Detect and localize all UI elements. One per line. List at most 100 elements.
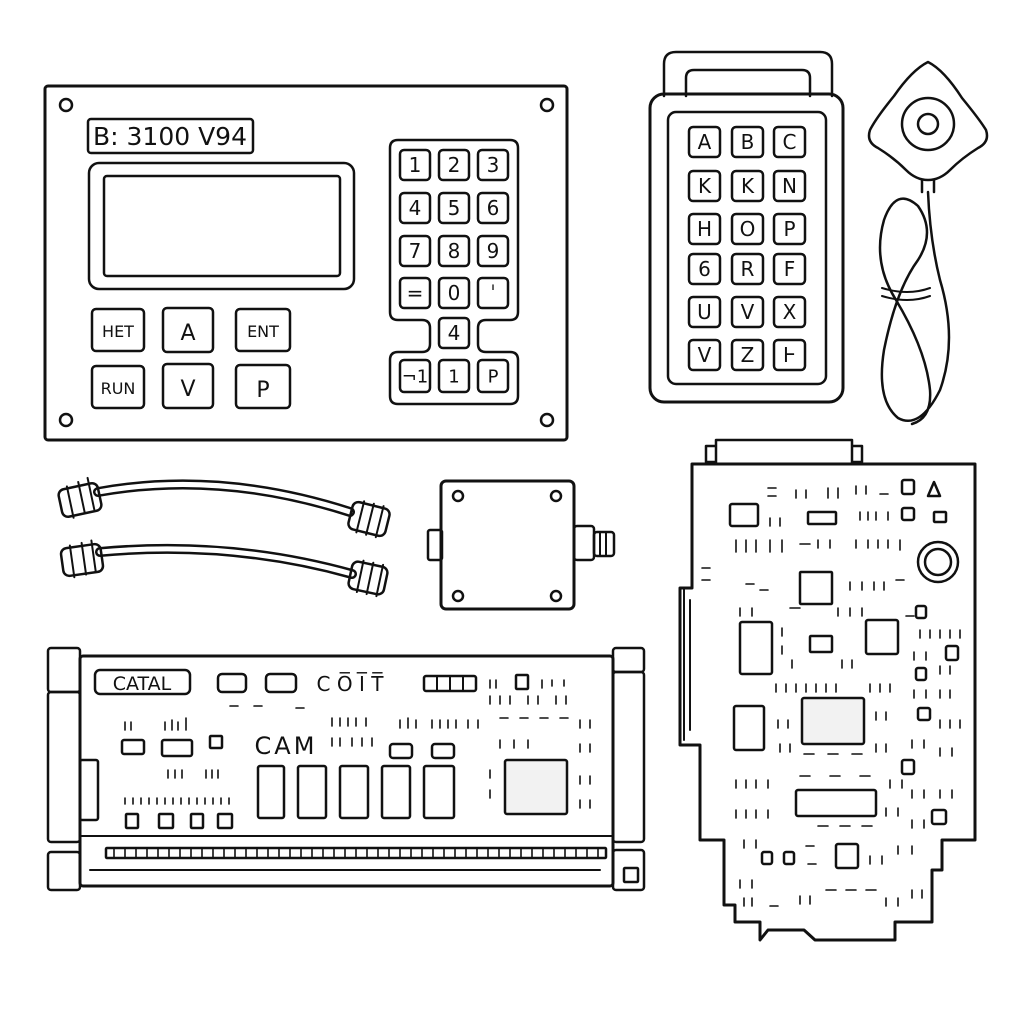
keypad-key-0-label: 1 bbox=[409, 153, 422, 177]
keypad-key-5[interactable]: 6 bbox=[476, 191, 510, 225]
sensor-outer-ring bbox=[900, 96, 956, 152]
remote-key-2-label: C bbox=[783, 130, 797, 154]
function-buttons: HET A ENT RUN V P bbox=[90, 306, 292, 410]
keypad-key-0[interactable]: 1 bbox=[398, 148, 432, 182]
down-v-button[interactable] bbox=[161, 362, 215, 410]
remote-key-0-label: A bbox=[698, 130, 712, 154]
remote-key-15-label: V bbox=[698, 343, 712, 367]
silk-label: CAM bbox=[255, 732, 318, 760]
remote-key-15[interactable]: V bbox=[687, 338, 722, 372]
keypad-key-3[interactable]: 4 bbox=[398, 191, 432, 225]
remote-key-1-label: B bbox=[741, 130, 755, 154]
keypad-key-12[interactable]: 4 bbox=[437, 316, 471, 350]
keypad-key-1-label: 2 bbox=[448, 153, 461, 177]
remote-key-area bbox=[666, 110, 828, 386]
remote-key-13[interactable]: V bbox=[730, 295, 765, 329]
keypad-key-10[interactable]: 0 bbox=[437, 276, 471, 310]
remote-key-8[interactable]: P bbox=[772, 212, 807, 246]
cpu-chip bbox=[800, 696, 866, 746]
remote-key-14[interactable]: X bbox=[772, 295, 807, 329]
memory-chip bbox=[794, 788, 878, 818]
chip-c bbox=[864, 618, 900, 656]
keypad-key-10-label: 0 bbox=[448, 281, 461, 305]
keypad-key-8[interactable]: 9 bbox=[476, 234, 510, 268]
keypad-key-6[interactable]: 7 bbox=[398, 234, 432, 268]
keypad-key-14-label: 1 bbox=[448, 366, 459, 387]
remote-key-12[interactable]: U bbox=[687, 295, 722, 329]
keypad-key-7-label: 8 bbox=[448, 239, 461, 263]
remote-key-16[interactable]: Z bbox=[730, 338, 765, 372]
remote-key-10[interactable]: R bbox=[730, 252, 765, 286]
remote-key-9[interactable]: 6 bbox=[687, 252, 722, 286]
remote-key-17-label: Ⱶ bbox=[783, 343, 796, 367]
run-button-label: RUN bbox=[101, 379, 136, 398]
remote-body bbox=[648, 92, 845, 404]
keypad-key-1[interactable]: 2 bbox=[437, 148, 471, 182]
model-label: B: 3100 V94 bbox=[93, 122, 247, 151]
cable-sensor bbox=[867, 60, 989, 426]
remote-key-7[interactable]: O bbox=[730, 212, 765, 246]
remote-key-10-label: R bbox=[741, 257, 755, 281]
keypad-key-8-label: 9 bbox=[487, 239, 500, 263]
lcd-screen bbox=[102, 174, 342, 278]
chip-d bbox=[732, 704, 766, 752]
keypad-key-4[interactable]: 5 bbox=[437, 191, 471, 225]
relay-2 bbox=[296, 764, 328, 820]
keypad-key-12-label: 4 bbox=[448, 321, 461, 345]
chip-b bbox=[738, 620, 774, 676]
remote-key-5[interactable]: N bbox=[772, 169, 807, 203]
keypad-key-2[interactable]: 3 bbox=[476, 148, 510, 182]
connector-label: C O̅ I̅ T̅ bbox=[317, 671, 385, 696]
short-cable-2 bbox=[59, 539, 389, 598]
controller-chip bbox=[503, 758, 569, 816]
keypad-key-14[interactable]: 1 bbox=[437, 358, 471, 394]
remote-key-11[interactable]: F bbox=[772, 252, 807, 286]
remote-key-0[interactable]: A bbox=[687, 125, 722, 159]
chip-a bbox=[798, 570, 834, 606]
keypad-key-13[interactable]: ¬1 bbox=[398, 358, 432, 394]
keypad-key-15-label: P bbox=[488, 366, 499, 387]
brand-label-plate bbox=[93, 668, 192, 696]
p-button[interactable] bbox=[234, 363, 292, 410]
keypad-key-3-label: 4 bbox=[409, 196, 422, 220]
remote-key-1[interactable]: B bbox=[730, 125, 765, 159]
remote-key-6[interactable]: H bbox=[687, 212, 722, 246]
p-button-label: P bbox=[256, 378, 269, 403]
remote-key-17[interactable]: Ⱶ bbox=[772, 338, 807, 372]
up-a-button[interactable] bbox=[161, 306, 215, 354]
keypad-key-13-label: ¬1 bbox=[402, 366, 429, 387]
down-v-button-label: V bbox=[180, 377, 195, 402]
io-board: CATAL C O̅ I̅ T̅ CAM bbox=[46, 646, 646, 892]
remote-key-13-label: V bbox=[741, 300, 755, 324]
het-button[interactable] bbox=[90, 307, 146, 353]
keypad-housing bbox=[388, 138, 520, 406]
keypad-key-7[interactable]: 8 bbox=[437, 234, 471, 268]
remote-key-3[interactable]: K bbox=[687, 169, 722, 203]
remote-handle bbox=[662, 50, 834, 98]
remote-key-6-label: H bbox=[697, 217, 712, 241]
junction-box bbox=[426, 479, 616, 611]
keypad-key-15[interactable]: P bbox=[476, 358, 510, 394]
run-button[interactable] bbox=[90, 364, 146, 410]
remote-key-4-label: K bbox=[741, 174, 755, 198]
remote-key-11-label: F bbox=[784, 257, 796, 281]
ent-button[interactable] bbox=[234, 307, 292, 353]
brand-label: CATAL bbox=[113, 673, 172, 695]
remote-key-3-label: K bbox=[698, 174, 712, 198]
keypad-key-2-label: 3 bbox=[487, 153, 500, 177]
sensor-head bbox=[867, 60, 989, 182]
remote-key-14-label: X bbox=[783, 300, 797, 324]
remote-key-4[interactable]: K bbox=[730, 169, 765, 203]
remote-key-2[interactable]: C bbox=[772, 125, 807, 159]
model-label-plate bbox=[86, 117, 255, 155]
keypad-key-6-label: 7 bbox=[409, 239, 422, 263]
keypad-key-9[interactable]: = bbox=[398, 276, 432, 310]
coiled-cable bbox=[878, 190, 951, 426]
keypad-key-11[interactable]: ˈ bbox=[476, 276, 510, 310]
pcb-silk-marks bbox=[701, 485, 961, 907]
keypad-key-4-label: 5 bbox=[448, 196, 461, 220]
main-pcb bbox=[678, 438, 977, 942]
remote-key-8-label: P bbox=[783, 217, 795, 241]
